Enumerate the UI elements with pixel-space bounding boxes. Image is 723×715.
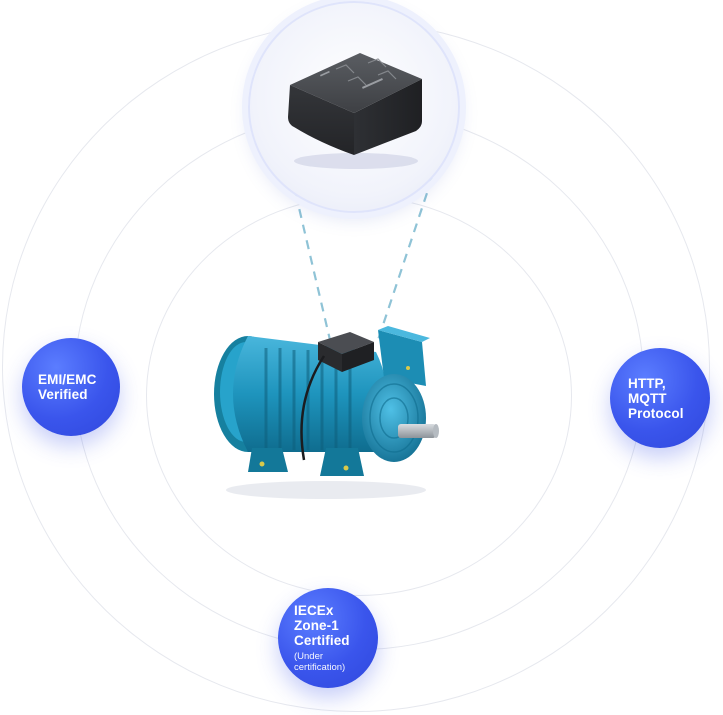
electric-motor-icon [214, 326, 439, 499]
sensor-zoom-circle [248, 1, 460, 213]
badge-iecex-note: (Under certification) [294, 651, 346, 673]
badge-emi-emc: EMI/EMC Verified [22, 338, 120, 436]
badge-iecex-title: IECEx Zone-1 Certified [294, 603, 350, 648]
badge-http-mqtt: HTTP, MQTT Protocol [610, 348, 710, 448]
badge-http-mqtt-title: HTTP, MQTT Protocol [628, 375, 684, 421]
badge-iecex: IECEx Zone-1 Certified (Under certificat… [278, 588, 378, 688]
sensor-device-icon [288, 53, 422, 169]
badge-emi-emc-title: EMI/EMC Verified [38, 372, 97, 402]
